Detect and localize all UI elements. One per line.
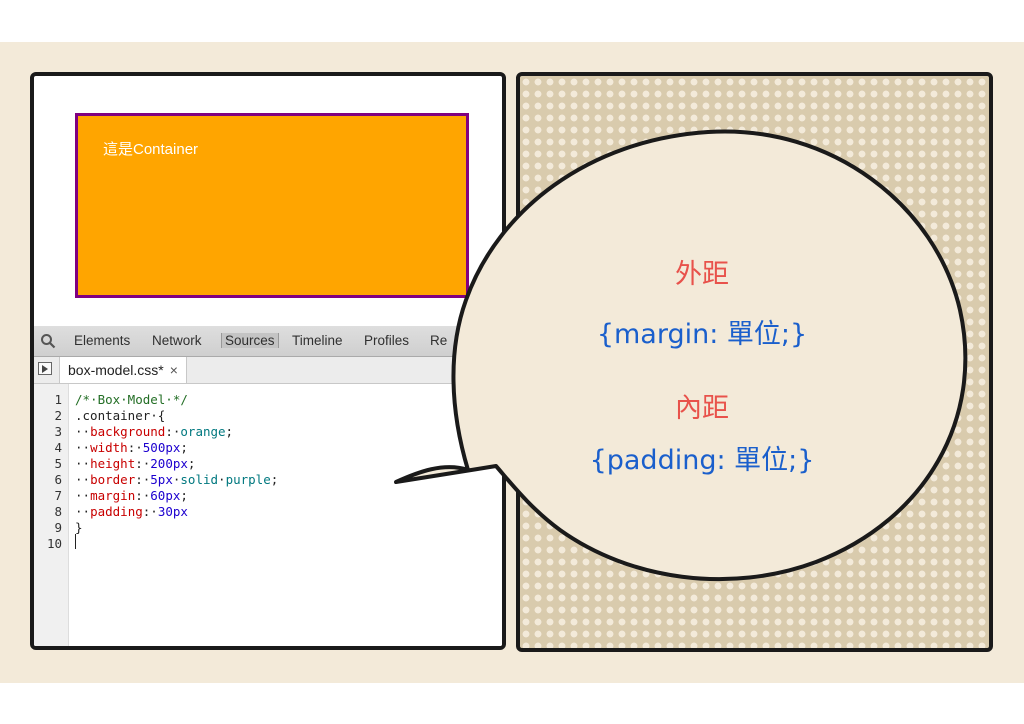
code-text: } bbox=[75, 520, 83, 535]
line-number: 4 bbox=[54, 440, 62, 455]
tab-elements[interactable]: Elements bbox=[74, 333, 131, 348]
line-number: 10 bbox=[46, 536, 62, 551]
code-text: ··height:·200px; bbox=[75, 456, 196, 471]
code-text: ··border:·5px·solid·purple; bbox=[75, 472, 279, 487]
line-number: 2 bbox=[54, 408, 62, 423]
code-editor[interactable]: 1 /*·Box·Model·*/ 2 .container·{ 3 ··backgrou… bbox=[34, 384, 502, 646]
devtools-toolbar: Elements Network Sources Timeline Profil… bbox=[34, 326, 502, 357]
line-number: 5 bbox=[54, 456, 62, 471]
panel-toggle-icon[interactable] bbox=[38, 362, 52, 375]
file-tab-label: box-model.css* bbox=[68, 362, 164, 378]
left-comic-panel: 這是Container Elements Network Sources Tim… bbox=[30, 72, 506, 650]
speech-bubble bbox=[394, 129, 968, 582]
padding-syntax: {padding: 單位;} bbox=[589, 445, 815, 476]
file-tab[interactable]: box-model.css* × bbox=[59, 357, 187, 383]
line-number-gutter bbox=[34, 384, 69, 646]
text-caret bbox=[75, 534, 76, 549]
code-text: .container·{ bbox=[75, 408, 166, 423]
close-icon[interactable]: × bbox=[169, 362, 178, 378]
padding-title: 內距 bbox=[675, 393, 729, 424]
tab-timeline[interactable]: Timeline bbox=[292, 333, 343, 348]
container-label: 這是Container bbox=[103, 141, 199, 158]
code-text: /*·Box·Model·*/ bbox=[75, 392, 188, 407]
line-number: 3 bbox=[54, 424, 62, 439]
margin-title: 外距 bbox=[675, 259, 729, 290]
tab-profiles[interactable]: Profiles bbox=[364, 333, 410, 348]
container-demo-box: 這是Container bbox=[75, 113, 469, 298]
code-text: ··background:·orange; bbox=[75, 424, 234, 439]
line-number: 9 bbox=[54, 520, 62, 535]
tab-network[interactable]: Network bbox=[152, 333, 202, 348]
margin-syntax: {margin: 單位;} bbox=[596, 319, 808, 350]
line-number: 1 bbox=[54, 392, 62, 407]
line-number: 8 bbox=[54, 504, 62, 519]
file-tab-bar: box-model.css* × bbox=[34, 357, 502, 384]
line-number: 6 bbox=[54, 472, 62, 487]
code-text: ··padding:·30px bbox=[75, 504, 188, 519]
search-icon[interactable] bbox=[40, 333, 56, 349]
line-number: 7 bbox=[54, 488, 62, 503]
tab-resources[interactable]: Re bbox=[430, 333, 448, 348]
code-text: ··margin:·60px; bbox=[75, 488, 188, 503]
code-text: ··width:·500px; bbox=[75, 440, 188, 455]
tab-sources[interactable]: Sources bbox=[221, 333, 279, 348]
